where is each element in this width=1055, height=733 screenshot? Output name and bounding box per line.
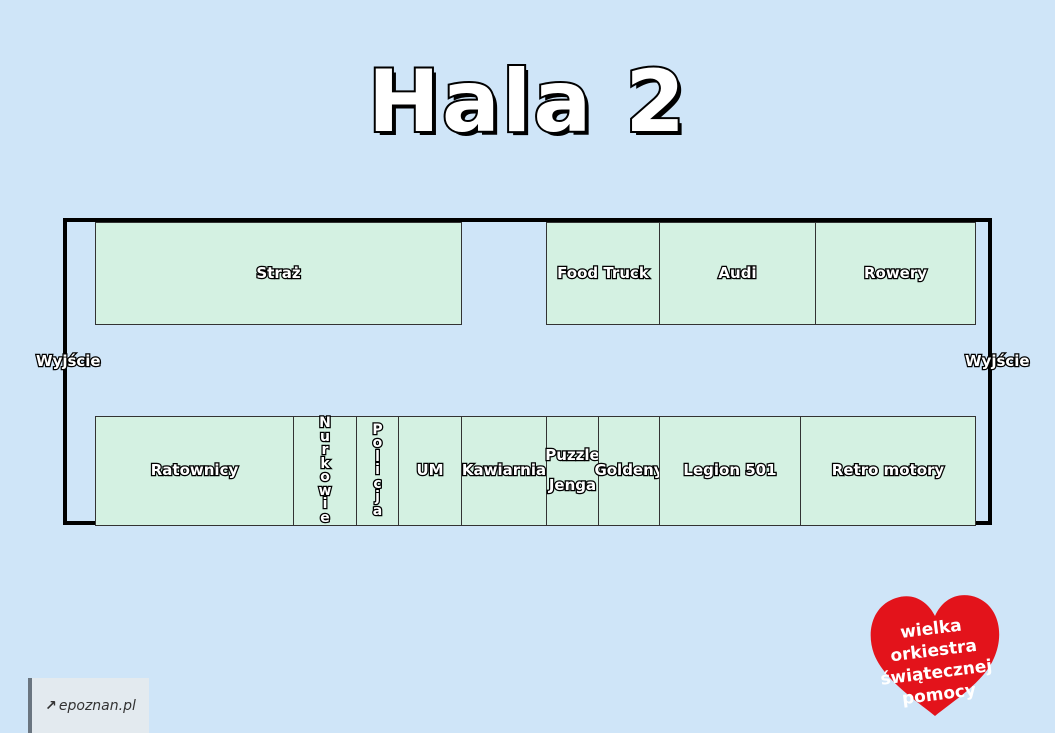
stall-label-letter: i (321, 496, 328, 512)
stall-label-letter: a (371, 502, 383, 519)
watermark-epoznan: ↗ epoznan.pl (28, 678, 149, 733)
stall-label-letter: k (319, 455, 331, 472)
stall-label: Retro motory (831, 461, 946, 480)
stall-rowery: Rowery (815, 222, 976, 325)
stall-label-letter: P (371, 421, 384, 438)
stall-label-line1: Puzzle (544, 446, 601, 465)
stall-label: Food Truck (556, 263, 650, 282)
page-title: Hala 2 (366, 50, 688, 154)
stall-label: Ratownicy (150, 461, 240, 480)
exit-right-label: Wyjście (964, 351, 1031, 372)
stall-label-letter: w (317, 482, 332, 499)
stall-ratownicy: Ratownicy (95, 416, 294, 526)
watermark-text: epoznan.pl (58, 697, 136, 714)
stall-label: Kawiarnia (461, 461, 548, 480)
stall-label-letter: o (319, 469, 331, 485)
stall-puzzle-jenga: Puzzle Jenga (544, 416, 601, 526)
watermark-logo-icon: ↗ (45, 697, 57, 714)
stall-label-letter: c (372, 475, 383, 492)
stall-label-letter: e (319, 509, 331, 526)
stall-um: UM (398, 416, 462, 526)
stall-legion-501: Legion 501 (659, 416, 801, 526)
stall-label: UM (415, 461, 445, 480)
heart-logo-text: wielka orkiestra świątecznej pomocy (861, 610, 1009, 714)
stall-label: Straż (255, 263, 302, 282)
stall-food-truck: Food Truck (546, 222, 660, 325)
heart-logo-icon (870, 595, 1000, 716)
stall-label-letter: u (319, 428, 331, 445)
stall-audi: Audi (659, 222, 816, 325)
stall-straz: Straż (95, 222, 462, 325)
stall-goldeny: Goldeny (593, 416, 665, 526)
stall-label-letter: i (374, 462, 381, 479)
stall-label: Rowery (863, 263, 929, 282)
stall-label-letter: j (374, 489, 381, 506)
stall-label: Goldeny (593, 461, 665, 480)
stall-label-letter: l (374, 448, 381, 465)
stall-label-letter: r (320, 442, 329, 458)
stall-label: Legion 501 (682, 461, 778, 480)
stall-label-letter: o (371, 435, 383, 452)
stall-retro-motory: Retro motory (800, 416, 976, 526)
stall-label-letter: N (318, 415, 332, 431)
stall-kawiarnia: Kawiarnia (461, 416, 547, 526)
stall-label-line2: Jenga (548, 476, 598, 494)
exit-left-label: Wyjście (35, 351, 102, 372)
stall-label: Audi (717, 263, 758, 282)
